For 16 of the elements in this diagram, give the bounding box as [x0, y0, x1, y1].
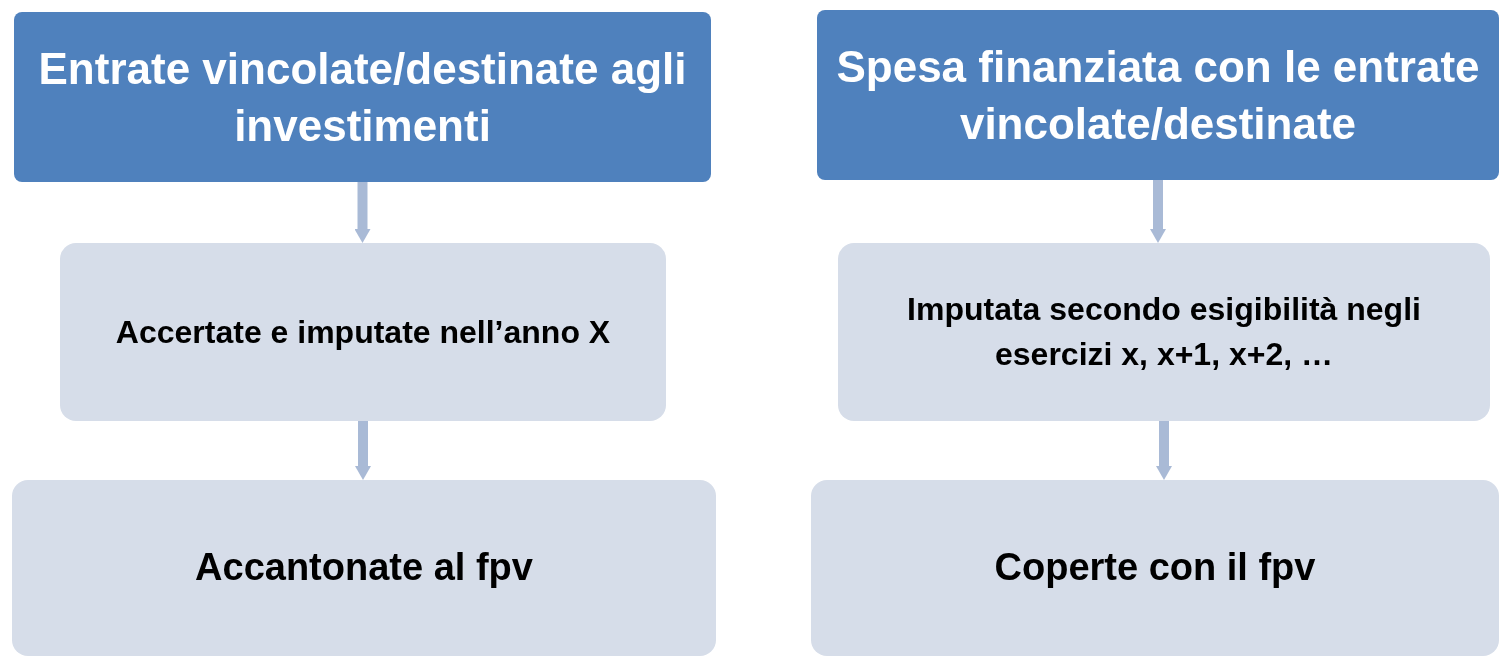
- box-text: Accantonate al fpv: [195, 545, 533, 591]
- process-box: [811, 480, 1499, 656]
- box-text: Imputata secondo esigibilità negli esercizi x, x+1, x+2, …: [906, 290, 1422, 374]
- box-text: Spesa finanziata con le entrate vincolate/destinate: [835, 40, 1481, 150]
- block-arrow: [355, 421, 371, 480]
- process-box: [60, 243, 666, 421]
- header-box: [14, 12, 711, 182]
- box-text: Accertate e imputate nell’anno X: [115, 312, 611, 352]
- block-arrow: [1150, 180, 1166, 243]
- header-box: [817, 10, 1499, 180]
- block-arrow: [354, 182, 371, 243]
- process-box: [12, 480, 716, 656]
- process-box: [838, 243, 1490, 421]
- block-arrow: [1156, 421, 1172, 480]
- box-text: Coperte con il fpv: [994, 545, 1316, 591]
- box-text: Entrate vincolate/destinate agli investimenti: [37, 42, 688, 152]
